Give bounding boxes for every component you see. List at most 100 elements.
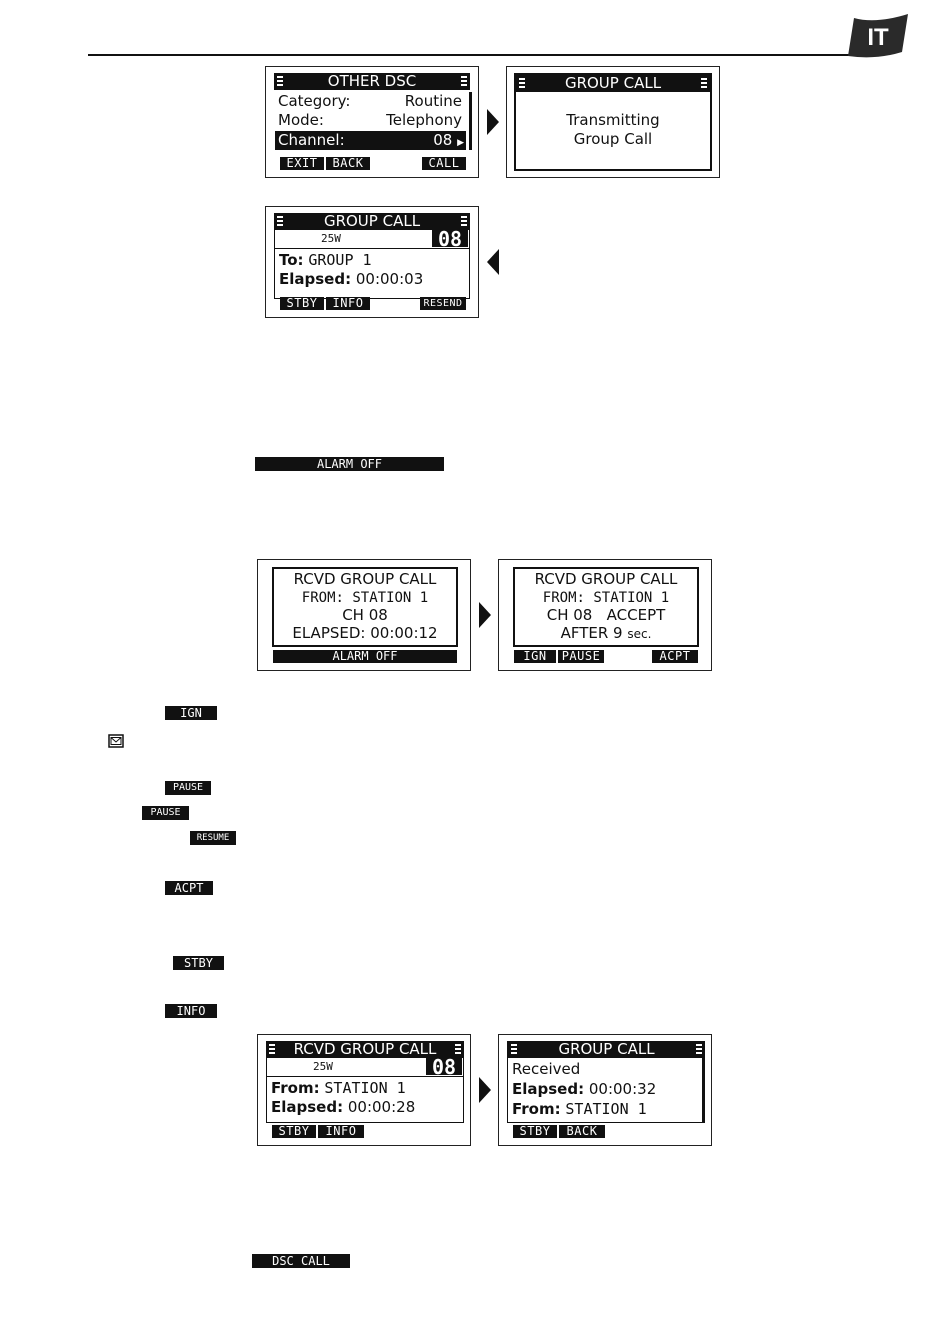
screen-title-bar: GROUP CALL xyxy=(274,213,470,230)
screen-title: GROUP CALL xyxy=(558,1040,655,1058)
status-strip: 25W 08 xyxy=(274,229,470,249)
screen-title: RCVD GROUP CALL xyxy=(293,1040,437,1058)
received-label: Received xyxy=(512,1060,581,1078)
elapsed-line: ELAPSED: 00:00:12 xyxy=(292,624,438,642)
from-value: STATION 1 xyxy=(324,1079,406,1097)
menu-icon xyxy=(269,1044,275,1055)
elapsed-label: Elapsed: xyxy=(279,270,352,288)
softkey-stby: STBY xyxy=(280,297,324,310)
screen-title: OTHER DSC xyxy=(327,72,417,90)
power-level: 25W xyxy=(313,1060,333,1073)
category-value: Routine xyxy=(404,92,462,110)
elapsed-value: 00:00:32 xyxy=(588,1080,657,1098)
menu-icon xyxy=(277,76,283,87)
status-line-2: Group Call xyxy=(573,130,653,148)
category-label: Category: xyxy=(278,92,351,110)
elapsed-value: 00:00:03 xyxy=(355,270,424,288)
screen-title-bar: RCVD GROUP CALL xyxy=(266,1041,464,1058)
softkey-alarm-off: ALARM OFF xyxy=(273,650,457,663)
softkey-bar: STBY BACK xyxy=(513,1125,699,1139)
screen-rcvd-group-call-accept: RCVD GROUP CALL FROM: STATION 1 CH 08 AC… xyxy=(498,559,712,671)
sec-unit: sec. xyxy=(627,627,652,641)
elapsed-label: Elapsed: xyxy=(512,1080,585,1098)
ign-key: IGN xyxy=(165,706,217,720)
softkey-acpt: ACPT xyxy=(652,650,698,663)
mode-value: Telephony xyxy=(386,111,462,129)
softkey-bar: EXIT BACK CALL xyxy=(280,157,466,171)
status-line-1: Transmitting xyxy=(566,111,660,129)
call-info-box: From: STATION 1 Elapsed: 00:00:28 xyxy=(266,1077,464,1123)
flag-icon: IT xyxy=(848,14,908,58)
channel-accept-line: CH 08 ACCEPT xyxy=(515,606,697,625)
softkey-ign: IGN xyxy=(514,650,556,663)
softkey-pause: PAUSE xyxy=(558,650,604,663)
channel-line: CH 08 xyxy=(342,606,388,624)
elapsed-value: 00:00:28 xyxy=(347,1098,416,1116)
elapsed-row: Elapsed: 00:00:28 xyxy=(271,1098,457,1117)
screen-title-bar: OTHER DSC xyxy=(274,73,470,90)
channel-value: 08 ▶ xyxy=(433,131,464,149)
arrow-left-icon xyxy=(487,249,499,275)
elapsed-row: Elapsed: 00:00:32 xyxy=(512,1080,699,1099)
arrow-right-icon xyxy=(479,602,491,628)
call-info-box: To: GROUP 1 Elapsed: 00:00:03 xyxy=(274,249,470,299)
menu-icon xyxy=(519,78,525,89)
pause-key: PAUSE xyxy=(165,781,211,795)
status-strip: 25W 08 xyxy=(266,1057,464,1077)
to-value: GROUP 1 xyxy=(308,251,372,269)
channel-number: 08 xyxy=(432,229,468,249)
menu-icon xyxy=(701,78,707,89)
menu-icon xyxy=(455,1044,461,1055)
menu-icon xyxy=(277,216,283,227)
countdown-line: AFTER 9 sec. xyxy=(515,624,697,644)
category-row: Category: Routine xyxy=(278,92,464,111)
from-value: STATION 1 xyxy=(565,1100,647,1118)
mode-row: Mode: Telephony xyxy=(278,111,464,130)
softkey-resend: RESEND xyxy=(420,297,466,310)
screen-title-bar: GROUP CALL xyxy=(516,75,710,92)
menu-icon xyxy=(696,1044,702,1055)
pause-key: PAUSE xyxy=(142,806,189,820)
header-rule xyxy=(88,54,860,56)
channel-row-selected: Channel: 08 ▶ xyxy=(275,131,466,150)
arrow-right-icon xyxy=(479,1077,491,1103)
softkey-stby: STBY xyxy=(513,1125,557,1138)
screen-rcvd-group-call-detail: RCVD GROUP CALL 25W 08 From: STATION 1 E… xyxy=(257,1034,471,1146)
channel-label: Channel: xyxy=(278,131,345,149)
softkey-call: CALL xyxy=(422,157,466,170)
softkey-stby: STBY xyxy=(272,1125,316,1138)
softkey-back: BACK xyxy=(559,1125,605,1138)
acpt-key: ACPT xyxy=(165,881,213,895)
screen-group-call-transmitting: GROUP CALL Transmitting Group Call xyxy=(506,66,720,178)
countdown-text: AFTER 9 xyxy=(560,624,623,642)
screen-other-dsc: OTHER DSC Category: Routine Mode: Teleph… xyxy=(265,66,479,178)
menu-icon xyxy=(461,216,467,227)
mode-label: Mode: xyxy=(278,111,324,129)
softkey-info: INFO xyxy=(318,1125,364,1138)
elapsed-row: Elapsed: 00:00:03 xyxy=(279,270,463,289)
rcvd-title: RCVD GROUP CALL xyxy=(534,570,678,588)
from-line: FROM: STATION 1 xyxy=(542,590,670,606)
envelope-icon xyxy=(108,734,124,748)
accept-text: ACCEPT xyxy=(606,606,666,624)
softkey-exit: EXIT xyxy=(280,157,324,170)
resume-key: RESUME xyxy=(190,831,236,845)
menu-icon xyxy=(461,76,467,87)
channel-number: 08 xyxy=(426,1057,462,1077)
softkey-bar: STBY INFO xyxy=(272,1125,458,1139)
scrollbar xyxy=(702,1058,705,1123)
chevron-right-icon: ▶ xyxy=(457,138,464,148)
power-level: 25W xyxy=(321,232,341,245)
scrollbar xyxy=(469,92,472,150)
from-line: FROM: STATION 1 xyxy=(301,590,429,606)
dsc-call-key: DSC CALL xyxy=(252,1254,350,1268)
screen-group-call-received: GROUP CALL Received Elapsed: 00:00:32 Fr… xyxy=(498,1034,712,1146)
channel-text: CH 08 xyxy=(546,606,593,624)
softkey-info: INFO xyxy=(326,297,370,310)
stby-key: STBY xyxy=(173,956,224,970)
menu-icon xyxy=(511,1044,517,1055)
svg-text:IT: IT xyxy=(867,24,889,51)
alarm-off-key: ALARM OFF xyxy=(255,457,444,471)
to-label: To: xyxy=(279,251,304,269)
from-row: From: STATION 1 xyxy=(271,1079,457,1098)
